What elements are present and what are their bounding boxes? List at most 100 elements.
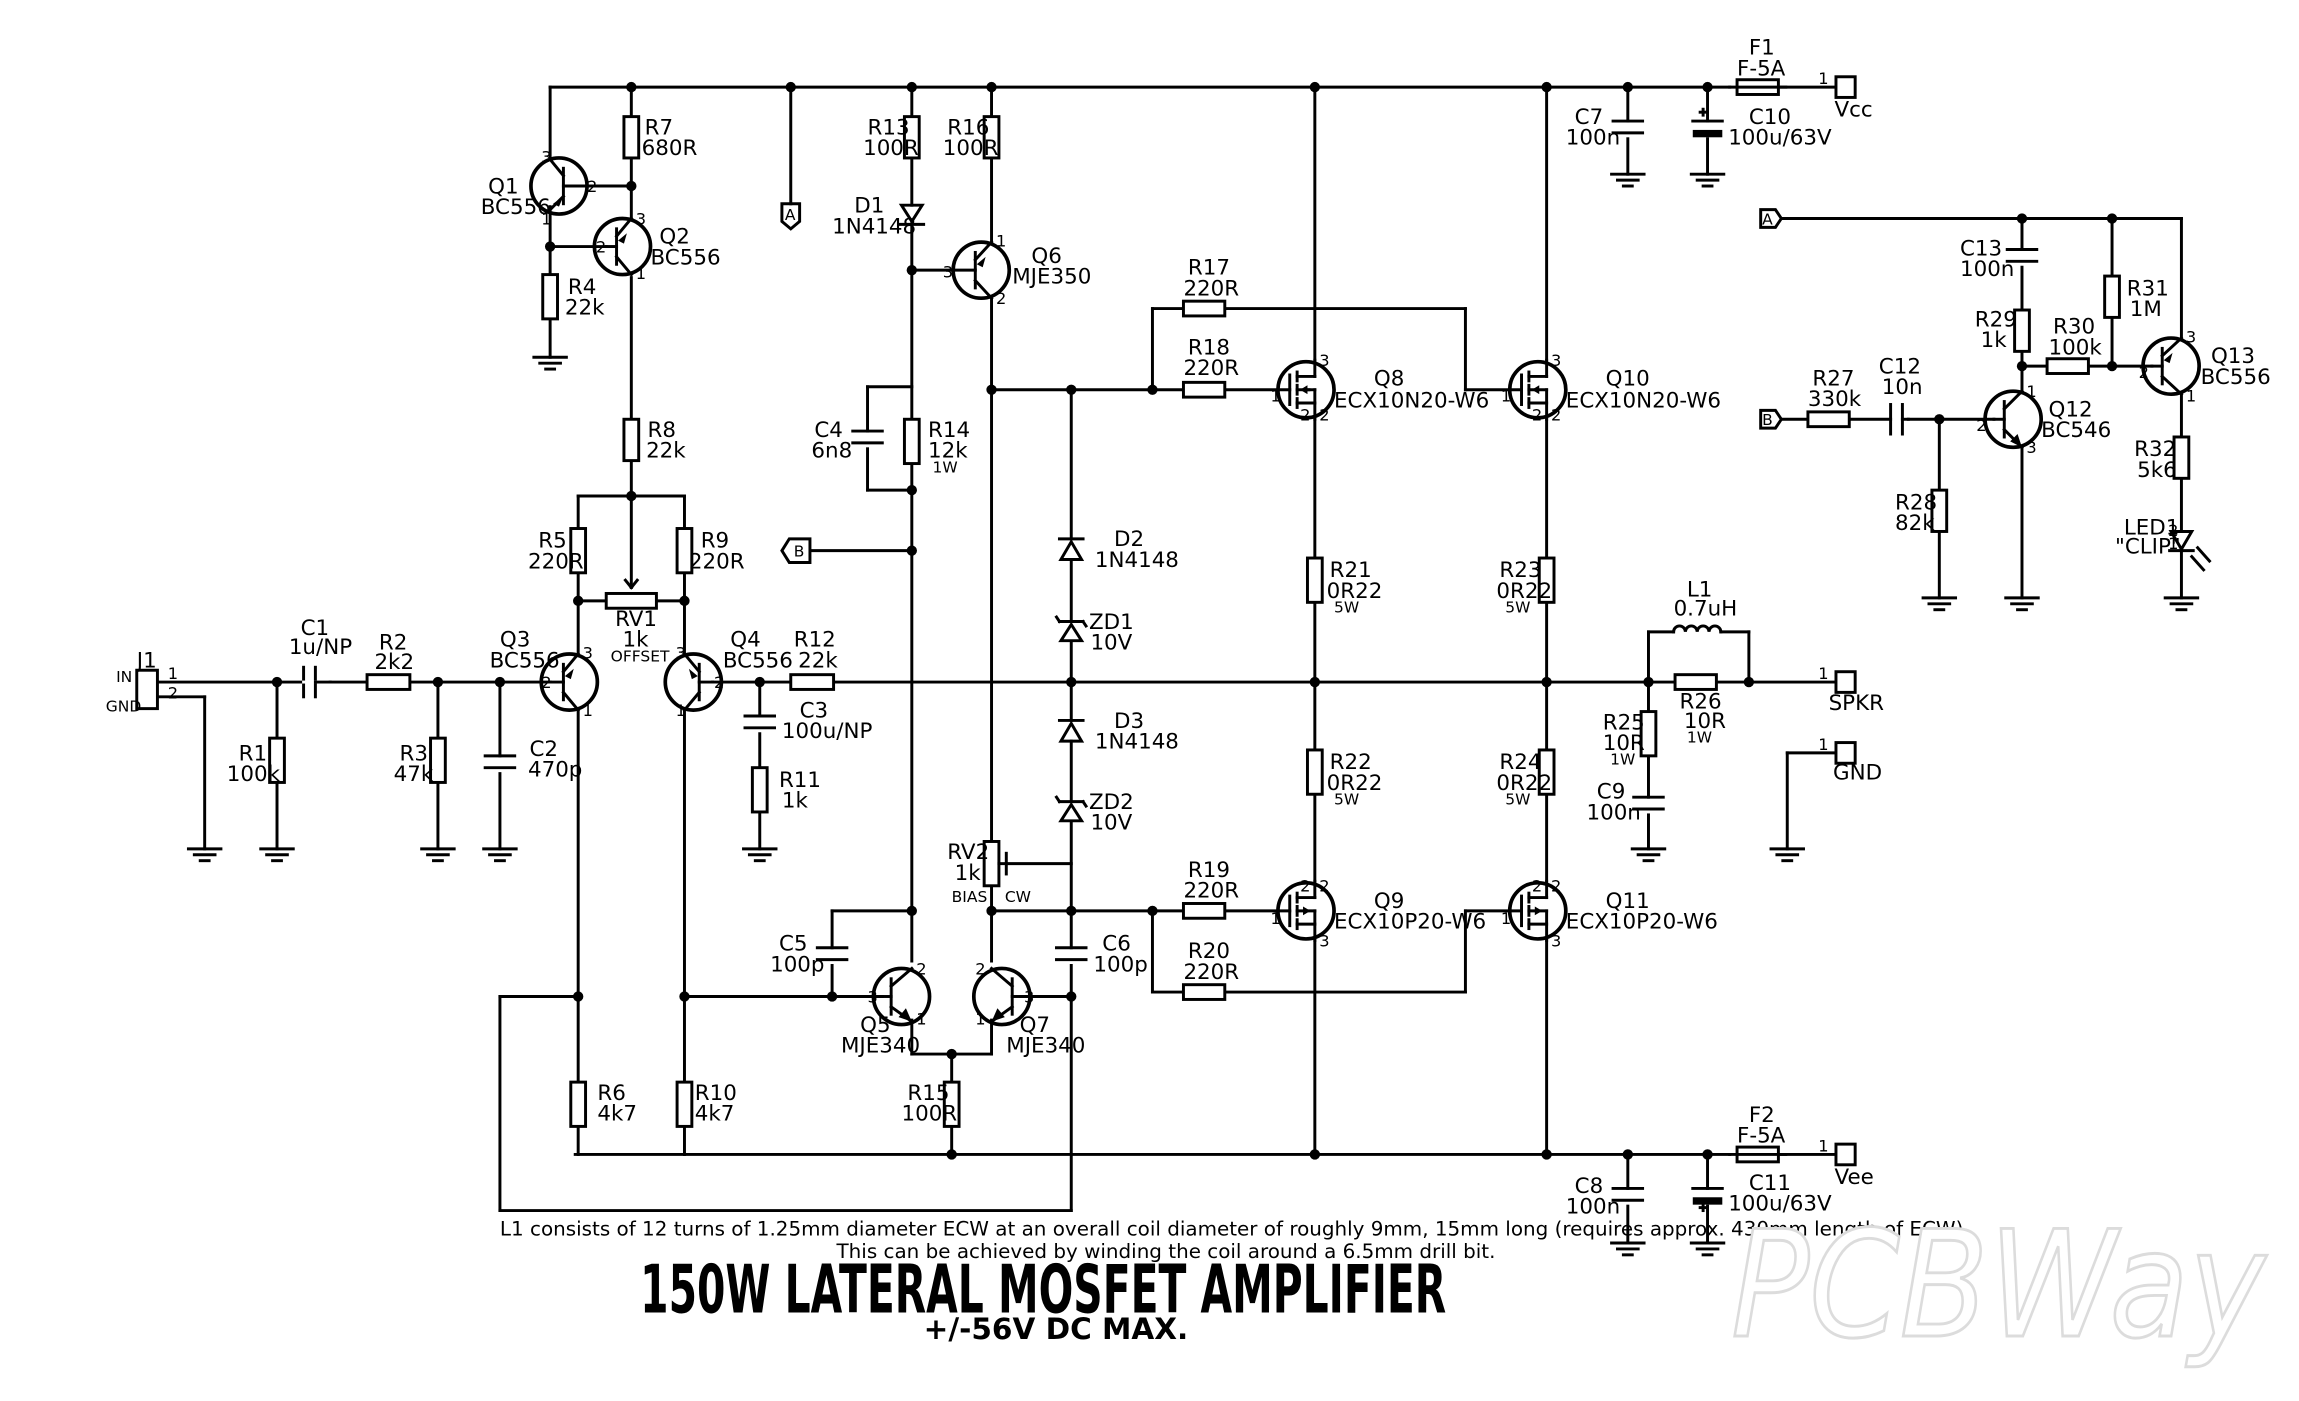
label-r1-ref: R1	[239, 741, 267, 766]
label-r21-ref: R21	[1330, 558, 1372, 583]
label-r4-value: 22k	[565, 295, 605, 320]
label-vcc: Vcc	[1834, 98, 1872, 123]
diode-d3	[1057, 718, 1085, 743]
transistor-q4	[663, 651, 724, 713]
resistor-r12	[789, 673, 836, 691]
label-c2-value: 470p	[528, 758, 582, 783]
label-rv1-ref: RV1	[615, 607, 657, 632]
label-q13-ref: Q13	[2211, 344, 2255, 369]
label-r22-rating: 5W	[1334, 791, 1359, 809]
label-r31-value: 1M	[2130, 297, 2162, 322]
capacitor-c11	[1691, 1186, 1724, 1213]
svg-text:3: 3	[1551, 931, 1561, 950]
label-zd2-value: 10V	[1090, 811, 1132, 836]
label-q8-value: ECX10N20-W6	[1334, 388, 1489, 413]
svg-text:2: 2	[168, 683, 178, 702]
label-q6-ref: Q6	[1031, 244, 1061, 269]
label-q9-ref: Q9	[1374, 889, 1404, 914]
mosfet-q8	[1276, 358, 1336, 421]
diode-d1	[898, 203, 926, 234]
svg-text:2: 2	[1551, 877, 1561, 896]
resistor-r2	[365, 673, 412, 691]
label-j1-ref: J1	[135, 648, 157, 673]
svg-text:2: 2	[587, 177, 597, 196]
label-r8-ref: R8	[648, 418, 676, 443]
fuse-f1	[1728, 78, 1788, 96]
connector-gnd	[1834, 741, 1857, 765]
label-r26-value: 10R	[1684, 709, 1726, 734]
label-r20-ref: R20	[1188, 939, 1230, 964]
label-r11-value: 1k	[782, 789, 809, 814]
label-r22-ref: R22	[1330, 750, 1372, 775]
label-c9-value: 100n	[1586, 800, 1640, 825]
resistor-r21	[1305, 556, 1324, 604]
svg-text:1: 1	[2168, 534, 2178, 553]
label-r14-rating: 1W	[932, 458, 957, 476]
label-q1-value: BC556	[481, 195, 551, 220]
label-f2-value: F-5A	[1737, 1124, 1786, 1149]
label-q11-value: ECX10P20-W6	[1566, 910, 1718, 935]
svg-text:3: 3	[868, 987, 878, 1006]
resistor-r19	[1181, 902, 1227, 920]
mosfet-q11	[1507, 879, 1568, 942]
zener-zd2	[1054, 795, 1089, 823]
label-r18-value: 220R	[1183, 356, 1239, 381]
label-r15-ref: R15	[907, 1081, 949, 1106]
resistor-r28	[1930, 488, 1949, 533]
ground-symbols	[186, 172, 2200, 1257]
label-c13-ref: C13	[1960, 236, 2002, 261]
svg-text:3: 3	[636, 209, 646, 228]
label-r18-ref: R18	[1188, 335, 1230, 360]
pcbway-watermark: PCBWay	[1731, 1199, 2268, 1371]
label-j1-in: IN	[116, 668, 132, 686]
label-r26-rating: 1W	[1687, 729, 1712, 747]
svg-text:1: 1	[676, 701, 686, 720]
svg-text:1: 1	[2186, 387, 2196, 406]
label-c8-value: 100n	[1566, 1195, 1620, 1220]
label-d3-ref: D3	[1114, 709, 1144, 734]
label-r23-ref: R23	[1499, 558, 1541, 583]
label-q9-value: ECX10P20-W6	[1334, 910, 1486, 935]
svg-text:1: 1	[2026, 382, 2036, 401]
label-r13-ref: R13	[868, 115, 910, 140]
label-r22-value: 0R22	[1327, 771, 1383, 796]
svg-text:2: 2	[1976, 416, 1986, 435]
label-c3-ref: C3	[800, 698, 829, 723]
svg-text:1: 1	[1818, 664, 1828, 683]
svg-text:1: 1	[1271, 387, 1281, 406]
resistor-r1	[268, 736, 286, 784]
coil-note-line2: This can be achieved by winding the coil…	[836, 1240, 1496, 1263]
label-c7-value: 100n	[1566, 126, 1620, 151]
net-flag-b	[780, 537, 812, 564]
label-r19-ref: R19	[1188, 858, 1230, 883]
net-flag-b-clip	[1759, 408, 1784, 430]
label-gnd-out: GND	[1833, 760, 1882, 785]
label-c11-ref: C11	[1749, 1171, 1791, 1196]
label-r24-value: 0R22	[1496, 771, 1552, 796]
label-q1-ref: Q1	[488, 174, 518, 199]
label-c10-ref: C10	[1749, 105, 1791, 130]
capacitor-c12	[1889, 403, 1910, 436]
label-r17-ref: R17	[1188, 256, 1230, 281]
label-r27-value: 330k	[1808, 387, 1862, 412]
svg-text:2: 2	[1319, 877, 1329, 896]
svg-text:1: 1	[1501, 909, 1511, 928]
svg-text:3: 3	[1551, 351, 1561, 370]
label-q2-value: BC556	[651, 245, 721, 270]
label-r1-value: 100k	[227, 762, 281, 787]
resistor-r7	[622, 115, 641, 160]
capacitor-c2	[483, 754, 517, 770]
svg-text:2: 2	[2168, 521, 2178, 540]
inductor-l1	[1672, 624, 1723, 634]
mosfet-q9	[1276, 879, 1336, 942]
label-l1-ref: L1	[1687, 577, 1713, 602]
label-led1-value: "CLIP"	[2115, 535, 2181, 560]
label-q13-value: BC556	[2201, 365, 2271, 390]
label-c5-value: 100p	[770, 952, 824, 977]
label-c4-ref: C4	[814, 418, 843, 443]
label-net-b-clip: B	[1762, 411, 1773, 429]
label-r4-ref: R4	[568, 275, 596, 300]
label-d1-ref: D1	[854, 194, 884, 219]
svg-text:2: 2	[1551, 406, 1561, 425]
svg-text:2: 2	[975, 959, 985, 978]
